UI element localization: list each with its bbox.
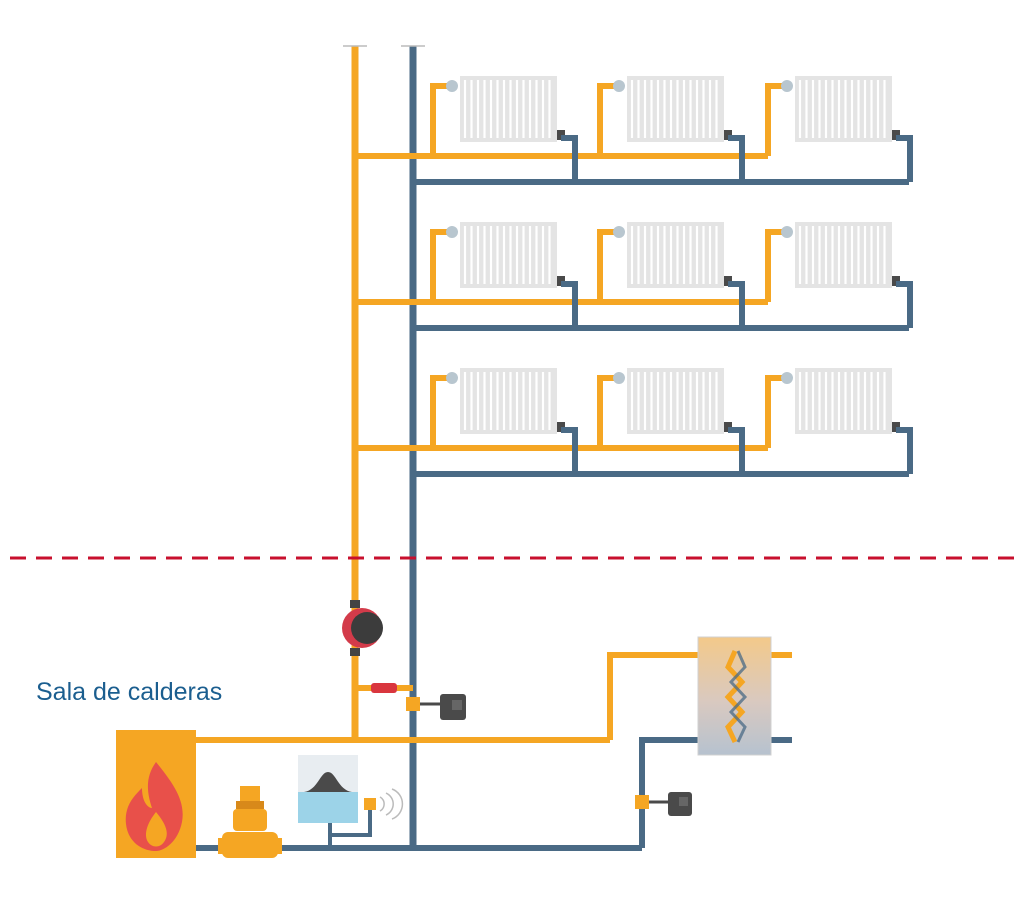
thermostatic-valve-icon [446, 226, 458, 238]
thermostatic-valve-icon [781, 226, 793, 238]
thermostatic-valve-icon [613, 80, 625, 92]
boiler [116, 730, 196, 858]
radiator [597, 76, 745, 182]
radiator [430, 76, 578, 182]
thermostatic-valve-icon [446, 80, 458, 92]
boiler-pump [218, 786, 282, 858]
radiator [765, 222, 913, 328]
bypass-branch [355, 683, 413, 693]
radiator [430, 222, 578, 328]
thermostatic-valve-icon [781, 372, 793, 384]
floor [355, 222, 913, 331]
radiator-floors [355, 76, 913, 477]
flame-icon [125, 762, 183, 851]
boiler-room-label: Sala de calderas [36, 678, 223, 706]
thermostatic-valve-icon [613, 226, 625, 238]
radiator [430, 368, 578, 474]
thermostatic-valve-icon [446, 372, 458, 384]
radiator [765, 368, 913, 474]
floor [355, 368, 913, 477]
radiator [597, 222, 745, 328]
valve-actuator [406, 694, 466, 720]
radiator [765, 76, 913, 182]
boiler-return-line [196, 737, 792, 851]
thermostatic-valve-icon [613, 372, 625, 384]
circulation-pump [342, 600, 383, 656]
floor [355, 76, 913, 185]
heat-exchanger [697, 636, 772, 756]
radiator [597, 368, 745, 474]
expansion-tank [298, 755, 404, 848]
valve-actuator [635, 792, 692, 816]
thermostatic-valve-icon [781, 80, 793, 92]
